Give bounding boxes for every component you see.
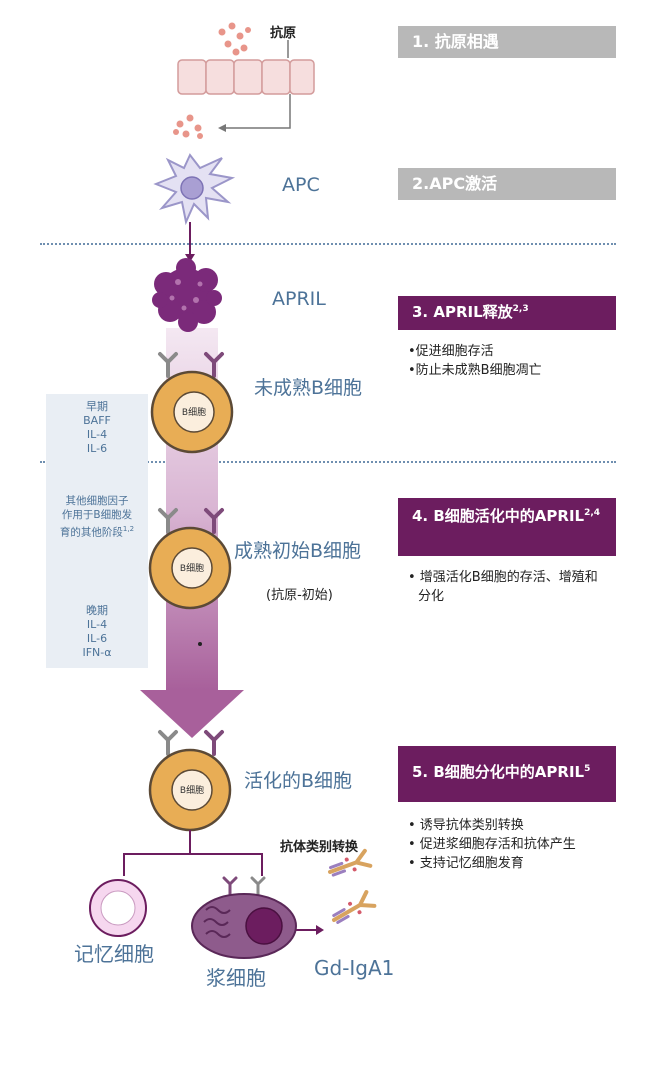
step-4-box: 4. B细胞活化中的APRIL2,4 — [398, 498, 616, 556]
step-4-bullets: • 增强活化B细胞的存活、增殖和分化 — [408, 568, 608, 606]
apc-to-april-arrowhead — [185, 254, 195, 262]
bullet: •防止未成熟B细胞凋亡 — [408, 363, 542, 378]
step-3-ref: 2,3 — [512, 304, 529, 314]
nucleus-label: B细胞 — [181, 408, 207, 418]
immature-b-cell-label: 未成熟B细胞 — [254, 377, 363, 399]
activated-b-cell — [148, 748, 232, 832]
gd-iga1-label: Gd-IgA1 — [314, 956, 395, 980]
separator — [40, 243, 616, 245]
plasma-to-iga-arrowhead — [316, 925, 324, 935]
step-5-ref: 5 — [584, 764, 591, 774]
other-cytokines: 其他细胞因子 作用于B细胞发 育的其他阶段1,2 — [34, 494, 160, 540]
april-cluster — [152, 258, 222, 332]
antigen-transport-line — [224, 94, 291, 129]
bullet: • 诱导抗体类别转换 — [408, 818, 524, 833]
step-2-label: 2.APC激活 — [412, 174, 498, 193]
nucleus-label: B细胞 — [179, 786, 205, 796]
antigen-transport-arrowhead — [218, 124, 226, 132]
gd-iga1-molecule — [328, 848, 377, 924]
bullet: • 增强活化B细胞的存活、增殖和分化 — [408, 570, 598, 604]
plasma-cell — [191, 893, 297, 959]
step-3-bullets: •促进细胞存活 •防止未成熟B细胞凋亡 — [408, 342, 618, 380]
side-note-line: 早期 — [86, 400, 108, 413]
bullet: •促进细胞存活 — [408, 344, 494, 359]
step-4-label: 4. B细胞活化中的APRIL — [412, 507, 585, 525]
side-note-line: 育的其他阶段1,2 — [34, 522, 160, 540]
side-note-ref: 1,2 — [122, 525, 135, 533]
side-note-line: BAFF — [83, 414, 111, 427]
mature-naive-sublabel: (抗原-初始) — [266, 588, 333, 603]
bullet: • 支持记忆细胞发育 — [408, 856, 524, 871]
class-switch-label: 抗体类别转换 — [280, 840, 359, 855]
apc-label: APC — [282, 174, 320, 196]
antigen-label: 抗原 — [270, 26, 297, 41]
separator — [40, 461, 616, 463]
step-5-bullets: • 诱导抗体类别转换 • 促进浆细胞存活和抗体产生 • 支持记忆细胞发育 — [408, 816, 588, 873]
side-note-line: IL-4 — [86, 428, 108, 441]
immature-b-cell-receptors — [158, 352, 224, 378]
step-5-box: 5. B细胞分化中的APRIL5 — [398, 746, 616, 802]
immature-b-cell — [150, 370, 234, 454]
plasma-cell-label: 浆细胞 — [206, 966, 266, 990]
mature-naive-b-cell — [148, 526, 232, 610]
early-cytokines: 早期 BAFF IL-4 IL-6 — [46, 400, 148, 456]
step-4-ref: 2,4 — [584, 508, 601, 518]
memory-cell-label: 记忆细胞 — [74, 942, 154, 966]
apc-dendritic-cell — [153, 153, 236, 226]
side-note-line: IL-4 — [86, 618, 108, 631]
mature-b-cell-receptors — [158, 508, 224, 534]
dot-marker — [198, 642, 202, 646]
antigen-particles — [218, 22, 251, 56]
epithelium-cells — [177, 59, 315, 95]
step-3-label: 3. APRIL释放 — [412, 303, 513, 321]
step-1-box: 1. 抗原相遇 — [398, 26, 616, 58]
activated-b-cell-label: 活化的B细胞 — [244, 770, 353, 792]
side-note-line: 其他细胞因子 — [65, 495, 129, 507]
side-note-line: IFN-α — [82, 646, 112, 659]
memory-cell — [89, 879, 147, 937]
side-note-text: 育的其他阶段 — [59, 526, 123, 539]
april-label: APRIL — [272, 288, 326, 310]
april-cluster-highlights — [169, 279, 203, 311]
mature-naive-b-cell-label: 成熟初始B细胞 — [234, 540, 362, 562]
bullet: • 促进浆细胞存活和抗体产生 — [408, 837, 576, 852]
side-note-line: 晚期 — [86, 604, 108, 617]
step-2-box: 2.APC激活 — [398, 168, 616, 200]
late-cytokines: 晚期 IL-4 IL-6 IFN-α — [46, 604, 148, 660]
side-note-line: 作用于B细胞发 — [61, 509, 133, 521]
step-3-box: 3. APRIL释放2,3 — [398, 296, 616, 330]
step-1-label: 1. 抗原相遇 — [412, 32, 499, 51]
nucleus-label: B细胞 — [179, 564, 205, 574]
activated-b-cell-receptors — [158, 730, 224, 756]
side-note-line: IL-6 — [86, 442, 108, 455]
antigen-particles-lower — [173, 114, 203, 139]
plasma-cell-receptors — [222, 876, 266, 896]
side-note-line: IL-6 — [86, 632, 108, 645]
cytokine-side-panel — [46, 394, 148, 668]
differentiation-bracket — [123, 830, 263, 876]
step-5-label: 5. B细胞分化中的APRIL — [412, 763, 585, 781]
